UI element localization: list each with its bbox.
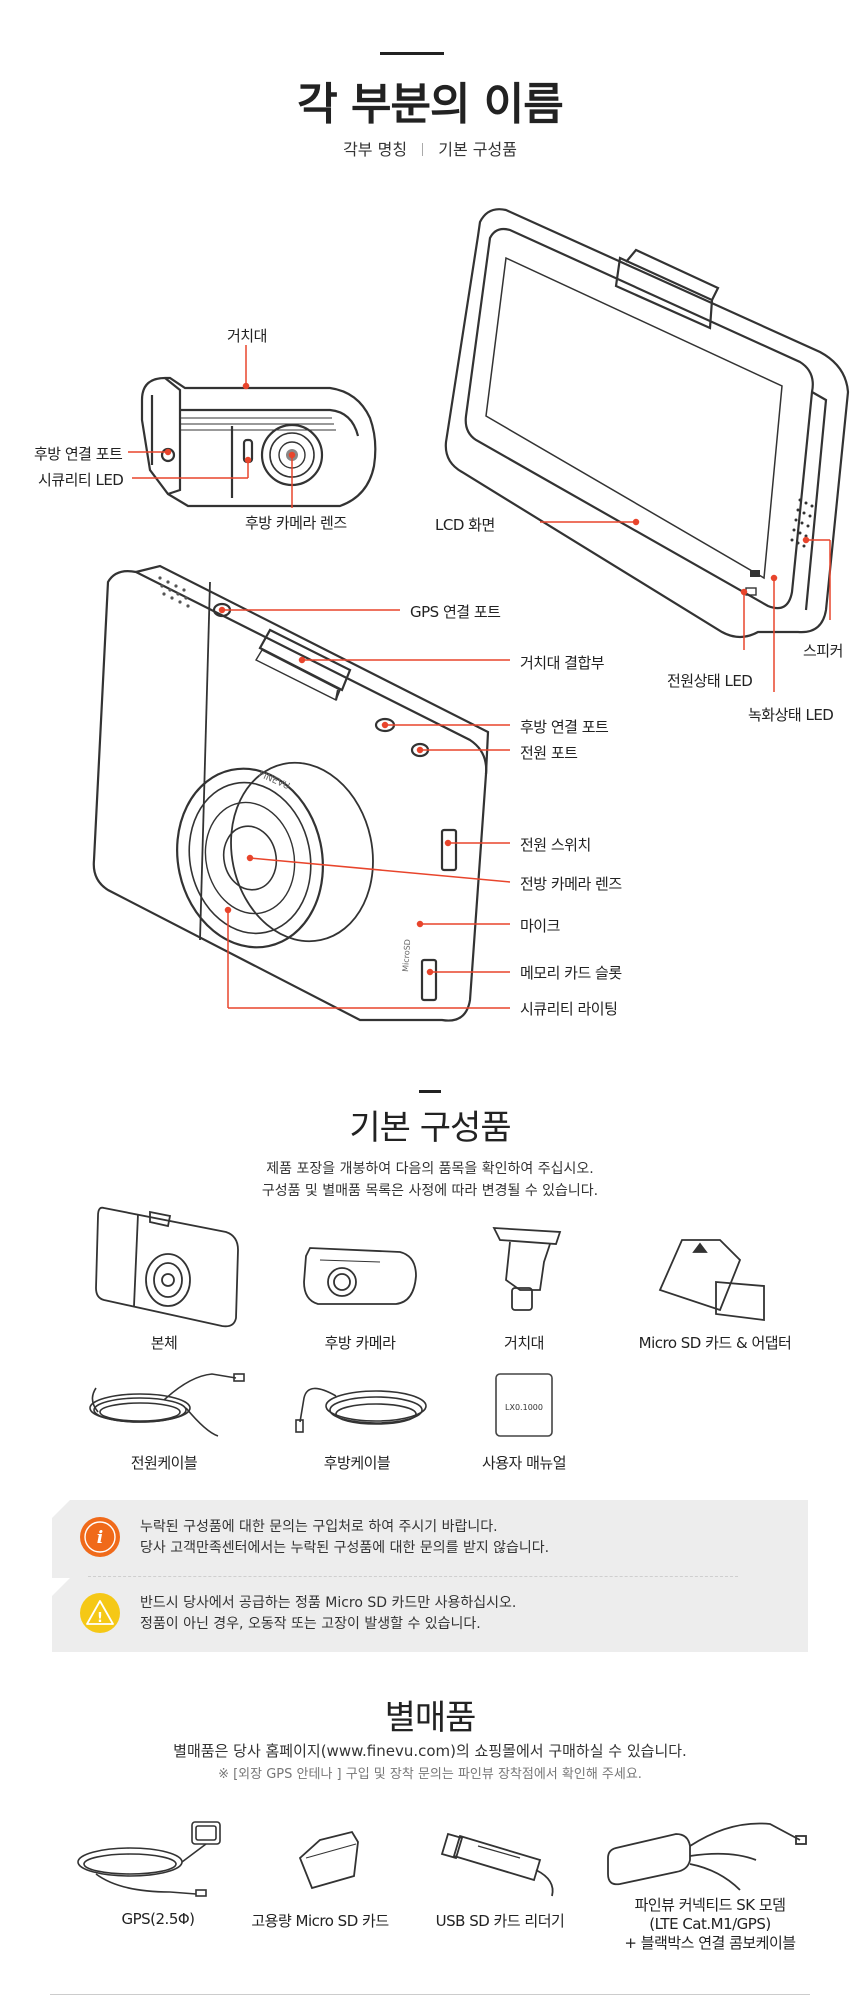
info-icon: i: [80, 1517, 120, 1557]
notice-divider: [88, 1576, 738, 1577]
notice-line: 당사 고객만족센터에서는 누락된 구성품에 대한 문의를 받지 않습니다.: [140, 1540, 550, 1556]
notice-line: 반드시 당사에서 공급하는 정품 Micro SD 카드만 사용하십시오.: [140, 1595, 517, 1611]
notice-corner: [52, 1578, 70, 1596]
notice-text: 누락된 구성품에 대한 문의는 구입처로 하여 주시기 바랍니다. 당사 고객만…: [140, 1517, 549, 1559]
component-label-manual: 사용자 매뉴얼: [481, 1454, 567, 1472]
label-rear-port: 후방 연결 포트: [34, 445, 123, 463]
optional-label-line: 파인뷰 커넥티드 SK 모뎀: [634, 1896, 786, 1914]
label-rec-led: 녹화상태 LED: [748, 706, 834, 724]
notice-corner: [52, 1500, 70, 1518]
manual-cover-text: LX0.1000: [505, 1403, 543, 1412]
label-mic: 마이크: [520, 917, 560, 935]
optional-label-sk-modem: 파인뷰 커넥티드 SK 모뎀 (LTE Cat.M1/GPS) + 블랙박스 연…: [590, 1896, 830, 1953]
sk-modem-image: [607, 1822, 807, 1891]
label-power-led: 전원상태 LED: [667, 672, 753, 690]
label-gps-port: GPS 연결 포트: [410, 603, 501, 621]
optional-label-line: + 블랙박스 연결 콤보케이블: [624, 1934, 796, 1952]
label-lcd: LCD 화면: [435, 516, 495, 534]
label-power-switch: 전원 스위치: [520, 836, 591, 854]
sd-card-image: [658, 1239, 765, 1322]
label-mount: 거치대: [227, 327, 267, 345]
rear-cable-image: [295, 1387, 427, 1433]
optional-label-micro-sd: 고용량 Micro SD 카드: [251, 1912, 389, 1930]
micro-sd-image: [298, 1830, 359, 1890]
optional-label-line: (LTE Cat.M1/GPS): [649, 1915, 771, 1933]
svg-text:!: !: [97, 1611, 103, 1626]
device-sd-print: MicroSD: [401, 939, 412, 972]
section-top-bar: [419, 1090, 441, 1093]
label-front-rear-port: 후방 연결 포트: [520, 718, 609, 736]
tab-part-names[interactable]: 각부 명칭: [343, 140, 408, 159]
label-rear-lens: 후방 카메라 렌즈: [245, 514, 347, 532]
component-label-main-unit: 본체: [150, 1334, 178, 1352]
label-security-light: 시큐리티 라이팅: [520, 1000, 618, 1018]
notice-genuine-sd: ! 반드시 당사에서 공급하는 정품 Micro SD 카드만 사용하십시오. …: [52, 1578, 808, 1652]
component-label-sd-card: Micro SD 카드 & 어댑터: [638, 1334, 792, 1352]
svg-text:i: i: [97, 1528, 103, 1548]
component-label-rear-cable: 후방케이블: [323, 1454, 391, 1472]
usb-reader-image: [440, 1832, 554, 1897]
components-desc-2: 구성품 및 별매품 목록은 사정에 따라 변경될 수 있습니다.: [261, 1183, 599, 1199]
page-title: 각 부분의 이름: [297, 79, 564, 130]
label-sd-slot: 메모리 카드 슬롯: [520, 964, 622, 982]
tab-components[interactable]: 기본 구성품: [438, 140, 517, 159]
optional-desc-1: 별매품은 당사 홈페이지(www.finevu.com)의 쇼핑몰에서 구매하실…: [173, 1742, 687, 1760]
notice-box: i 누락된 구성품에 대한 문의는 구입처로 하여 주시기 바랍니다. 당사 고…: [52, 1500, 808, 1652]
warning-icon: !: [80, 1593, 120, 1633]
optional-label-usb-reader: USB SD 카드 리더기: [435, 1912, 565, 1930]
notice-line: 누락된 구성품에 대한 문의는 구입처로 하여 주시기 바랍니다.: [140, 1519, 498, 1535]
component-label-mount: 거치대: [504, 1334, 544, 1352]
label-speaker: 스피커: [803, 642, 843, 660]
component-label-power-cable: 전원케이블: [130, 1454, 198, 1472]
label-power-port: 전원 포트: [520, 744, 578, 762]
notice-missing-items: i 누락된 구성품에 대한 문의는 구입처로 하여 주시기 바랍니다. 당사 고…: [52, 1500, 808, 1574]
optional-title: 별매품: [384, 1698, 477, 1738]
mount-image: [492, 1227, 562, 1311]
optional-label-gps: GPS(2.5Φ): [121, 1910, 195, 1928]
power-cable-image: [89, 1373, 245, 1437]
components-desc-1: 제품 포장을 개봉하여 다음의 품목을 확인하여 주십시오.: [266, 1161, 594, 1177]
label-front-lens: 전방 카메라 렌즈: [520, 875, 622, 893]
main-unit-image: [95, 1206, 239, 1328]
notice-line: 정품이 아닌 경우, 오동작 또는 고장이 발생할 수 있습니다.: [140, 1616, 481, 1632]
notice-text: 반드시 당사에서 공급하는 정품 Micro SD 카드만 사용하십시오. 정품…: [140, 1593, 516, 1635]
label-mount-joint: 거치대 결합부: [520, 654, 605, 672]
tab-separator: [422, 143, 424, 156]
footer-divider: [50, 1994, 810, 1995]
label-security-led: 시큐리티 LED: [38, 471, 124, 489]
section-top-bar: [380, 52, 444, 55]
tab-nav: 각부 명칭 기본 구성품: [0, 136, 860, 160]
components-title: 기본 구성품: [349, 1108, 511, 1148]
gps-antenna-image: [77, 1821, 221, 1897]
component-label-rear-camera: 후방 카메라: [324, 1334, 396, 1352]
manual-image: [495, 1373, 553, 1437]
optional-desc-2: ※ [외장 GPS 안테나 ] 구입 및 장착 문의는 파인뷰 장착점에서 확인…: [218, 1767, 642, 1782]
rear-camera-image: [303, 1247, 417, 1305]
